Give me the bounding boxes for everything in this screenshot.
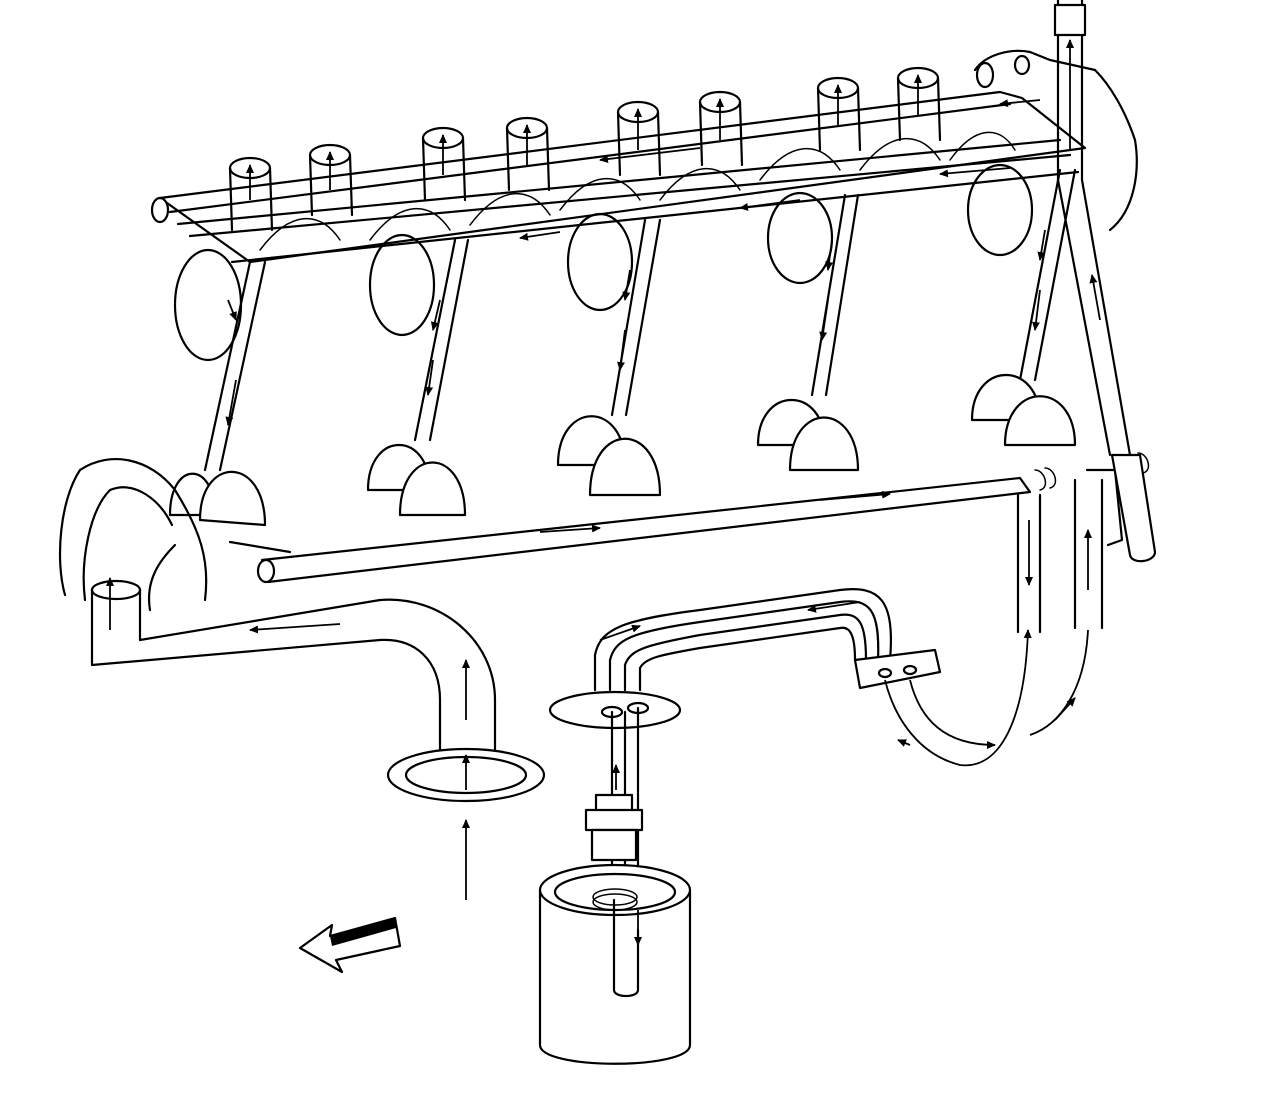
lifter-bore [308, 143, 354, 217]
oil-filter [538, 863, 692, 1065]
cooler-line-flange [853, 648, 942, 690]
main-bearing-journal [588, 437, 662, 497]
lifter-bore [421, 126, 467, 202]
main-bearing-journal [1003, 395, 1077, 447]
cam-bearing [566, 212, 634, 312]
cam-bearing [173, 248, 243, 362]
main-bearing-feed-passages [203, 168, 1077, 472]
cam-bearing [368, 233, 436, 337]
cam-bearing [966, 163, 1034, 257]
arrow-left-icon [298, 916, 402, 974]
oil-pump [58, 457, 208, 642]
main-oil-gallery [228, 452, 1150, 584]
main-bearing-journal [398, 461, 467, 517]
crankshaft-journals [168, 373, 1077, 527]
oil-cooler-lines [593, 588, 942, 692]
lifter-bore [698, 90, 744, 167]
main-bearing-journal [198, 470, 267, 527]
pickup-screen [386, 747, 546, 803]
cam-bearing [766, 191, 834, 285]
rear-block-housing [973, 0, 1157, 563]
oil-pressure-switch [1053, 3, 1087, 37]
gallery-plug-front [150, 196, 170, 224]
main-bearing-journal [788, 416, 860, 472]
lifter-bore [816, 76, 862, 152]
lifter-bore [616, 100, 662, 177]
lifter-bore [505, 116, 551, 192]
oil-cooler-circuit [884, 468, 1124, 767]
lifter-bores [228, 66, 942, 232]
cam-bearing-loops [173, 131, 1034, 362]
lifter-bore [896, 66, 942, 142]
lifter-bore [228, 156, 274, 232]
pickup-tube [90, 598, 497, 762]
upper-lifter-gallery [150, 90, 1087, 264]
oil-pressure-sender [584, 793, 644, 862]
